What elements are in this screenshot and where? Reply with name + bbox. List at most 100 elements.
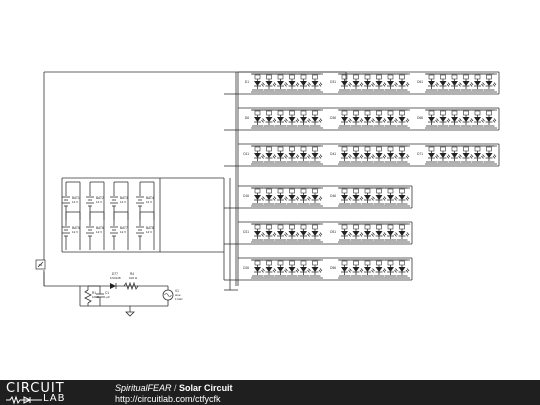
led-emission-arrow — [273, 82, 277, 86]
led-emission-arrow — [406, 118, 410, 122]
led-resistor — [341, 146, 348, 152]
battery-name: BAT7 — [120, 226, 128, 230]
led-resistor — [376, 188, 382, 194]
led-emission-arrow — [272, 269, 276, 273]
led-emission-arrow — [273, 196, 277, 200]
led-emission-arrow — [493, 154, 497, 158]
led-cell — [275, 73, 288, 91]
led-resistor — [277, 146, 284, 152]
led-group-label: D11 — [243, 152, 249, 156]
led-emission-arrow — [308, 154, 311, 158]
led-resistor — [277, 74, 284, 80]
led-resistor — [289, 74, 295, 80]
led-cell — [483, 145, 497, 163]
led-diode-icon — [462, 153, 470, 158]
led-diode-icon — [352, 267, 360, 272]
circuitlab-logo[interactable]: CIRCUIT LAB — [6, 382, 106, 405]
led-emission-arrow — [308, 82, 311, 86]
led-resistor — [277, 224, 284, 230]
led-emission-arrow — [435, 83, 438, 87]
resistor-r1-value: 10kΩ — [92, 295, 100, 299]
led-group: D36 — [330, 109, 410, 129]
led-emission-arrow — [382, 119, 386, 123]
led-resistor — [486, 146, 492, 152]
led-cell — [309, 109, 323, 127]
led-resistor — [474, 110, 481, 116]
led-emission-arrow — [308, 118, 311, 122]
circuit-url-link[interactable]: http://circuitlab.com/ctfycfk — [115, 394, 221, 404]
led-resistor — [376, 74, 382, 80]
led-emission-arrow — [394, 155, 397, 159]
led-emission-arrow — [296, 268, 300, 272]
author-link[interactable]: SpiritualFEAR — [115, 383, 172, 393]
capacitor-name: C1 — [105, 291, 109, 295]
led-diode-icon — [387, 153, 394, 158]
led-cell — [472, 73, 485, 91]
led-cell — [449, 73, 462, 91]
led-cell — [339, 259, 352, 277]
led-emission-arrow — [446, 119, 450, 123]
led-emission-arrow — [459, 118, 462, 122]
led-cell — [396, 145, 410, 163]
led-resistor — [289, 188, 295, 194]
led-resistor — [376, 110, 382, 116]
led-emission-arrow — [406, 196, 410, 200]
led-diode-icon — [375, 267, 383, 272]
led-diode-icon — [352, 117, 360, 122]
led-emission-arrow — [349, 154, 352, 158]
led-resistor — [353, 188, 359, 194]
led-diode-icon — [265, 231, 273, 236]
led-resistor — [364, 188, 371, 194]
led-diode-icon — [462, 117, 470, 122]
led-resistor — [266, 74, 272, 80]
led-emission-arrow — [319, 196, 323, 200]
led-diode-icon — [398, 117, 406, 122]
led-resistor — [289, 260, 295, 266]
led-emission-arrow — [319, 154, 323, 158]
led-cell — [309, 259, 323, 277]
led-diode-icon — [364, 81, 371, 86]
led-diode-icon — [439, 81, 447, 86]
led-cell — [460, 145, 474, 163]
led-emission-arrow — [359, 197, 363, 201]
led-emission-arrow — [406, 232, 410, 236]
led-emission-arrow — [284, 197, 287, 201]
led-resistor — [312, 188, 318, 194]
led-resistor — [353, 260, 359, 266]
led-resistor — [266, 224, 272, 230]
led-diode-icon — [398, 231, 406, 236]
led-resistor — [376, 224, 382, 230]
led-emission-arrow — [308, 232, 311, 236]
led-emission-arrow — [348, 155, 351, 159]
led-emission-arrow — [458, 119, 461, 123]
led-diode-icon — [364, 267, 371, 272]
led-diode-icon — [364, 195, 371, 200]
led-resistor — [341, 260, 348, 266]
led-emission-arrow — [262, 82, 265, 86]
led-diode-icon — [277, 153, 284, 158]
led-diode-icon — [288, 231, 296, 236]
led-diode-icon — [265, 153, 273, 158]
led-resistor — [399, 224, 405, 230]
led-emission-arrow — [285, 154, 288, 158]
led-resistor — [387, 146, 394, 152]
battery-name: BAT3 — [120, 196, 128, 200]
led-diode-icon — [352, 153, 360, 158]
led-diode-icon — [474, 117, 481, 122]
led-diode-icon — [451, 117, 458, 122]
led-emission-arrow — [458, 83, 461, 87]
led-diode-icon — [341, 195, 348, 200]
led-emission-arrow — [318, 155, 322, 159]
led-cell — [362, 187, 375, 205]
led-emission-arrow — [273, 154, 277, 158]
led-cell — [460, 73, 474, 91]
led-diode-icon — [254, 267, 261, 272]
resistor-r1-name: R1 — [92, 291, 96, 295]
led-resistor — [353, 74, 359, 80]
